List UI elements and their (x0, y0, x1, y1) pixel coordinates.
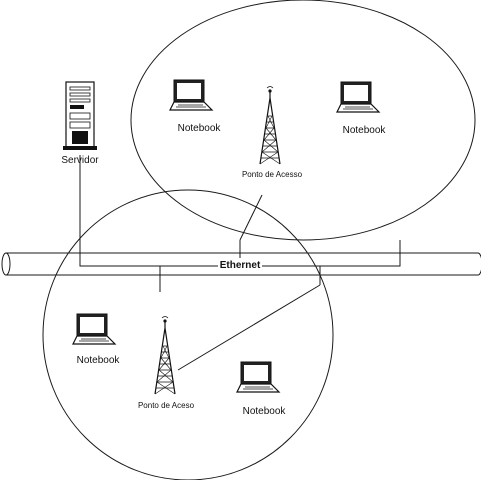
access-point-label-top: Ponto de Acesso (242, 170, 303, 179)
server-label: Servidor (61, 155, 99, 166)
notebook-label-top-right: Notebook (343, 125, 387, 136)
ap-top-link (239, 194, 263, 241)
antenna-tower-icon (154, 315, 176, 395)
notebook-label-bottom-right: Notebook (243, 406, 287, 417)
access-point-label-bottom: Ponto de Aceso (138, 401, 195, 410)
ethernet-label: Ethernet (220, 260, 261, 271)
laptop-icon (169, 79, 213, 111)
laptop-icon (336, 81, 380, 113)
ap-bottom-link (177, 284, 321, 371)
laptop-icon (236, 361, 280, 393)
coverage-area-top (130, 0, 476, 241)
notebook-label-top-left: Notebook (178, 123, 222, 134)
server-icon (63, 81, 97, 150)
laptop-icon (72, 313, 116, 345)
notebook-label-bottom-left: Notebook (77, 355, 121, 366)
antenna-tower-icon (259, 85, 281, 165)
